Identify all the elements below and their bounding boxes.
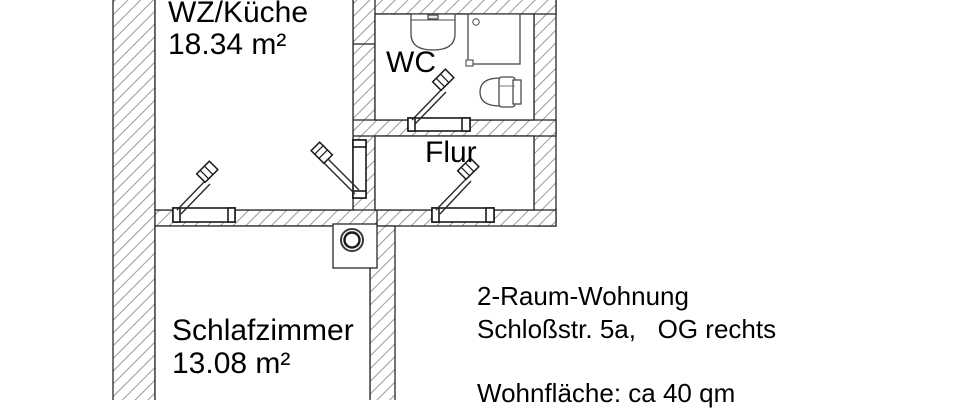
wall-wc-top [352,0,557,15]
wall-left-exterior [112,0,156,400]
door-swing-icon [431,157,495,223]
room-area-wz-kueche: 18.34 m² [168,28,287,61]
info-line-apartment-type: 2-Raum-Wohnung [477,281,689,311]
room-label-wc: WC [386,46,436,79]
room-fill-wz [155,0,353,210]
washbasin-icon [410,13,456,51]
wall-right-exterior [533,0,557,227]
door-swing-icon [407,68,471,132]
chimney-alcove [332,223,378,269]
shower-tray-icon [465,13,521,67]
info-line-living-area: Wohnfläche: ca 40 qm [477,378,736,408]
room-area-schlafzimmer: 13.08 m² [172,347,291,380]
room-label-flur: Flur [425,136,477,169]
toilet-icon [479,76,522,108]
room-label-wz-kueche: WZ/Küche [168,0,309,29]
info-line-address: Schloßstr. 5a, OG rechts [477,314,777,344]
door-swing-icon [172,160,236,223]
door-swing-icon [310,139,367,199]
room-label-schlafzimmer: Schlafzimmer [172,314,354,347]
room-interiors [155,0,534,400]
wall-group [112,0,557,400]
chimney-flue-icon [340,228,364,252]
wall-wz-right-stub [352,0,376,45]
